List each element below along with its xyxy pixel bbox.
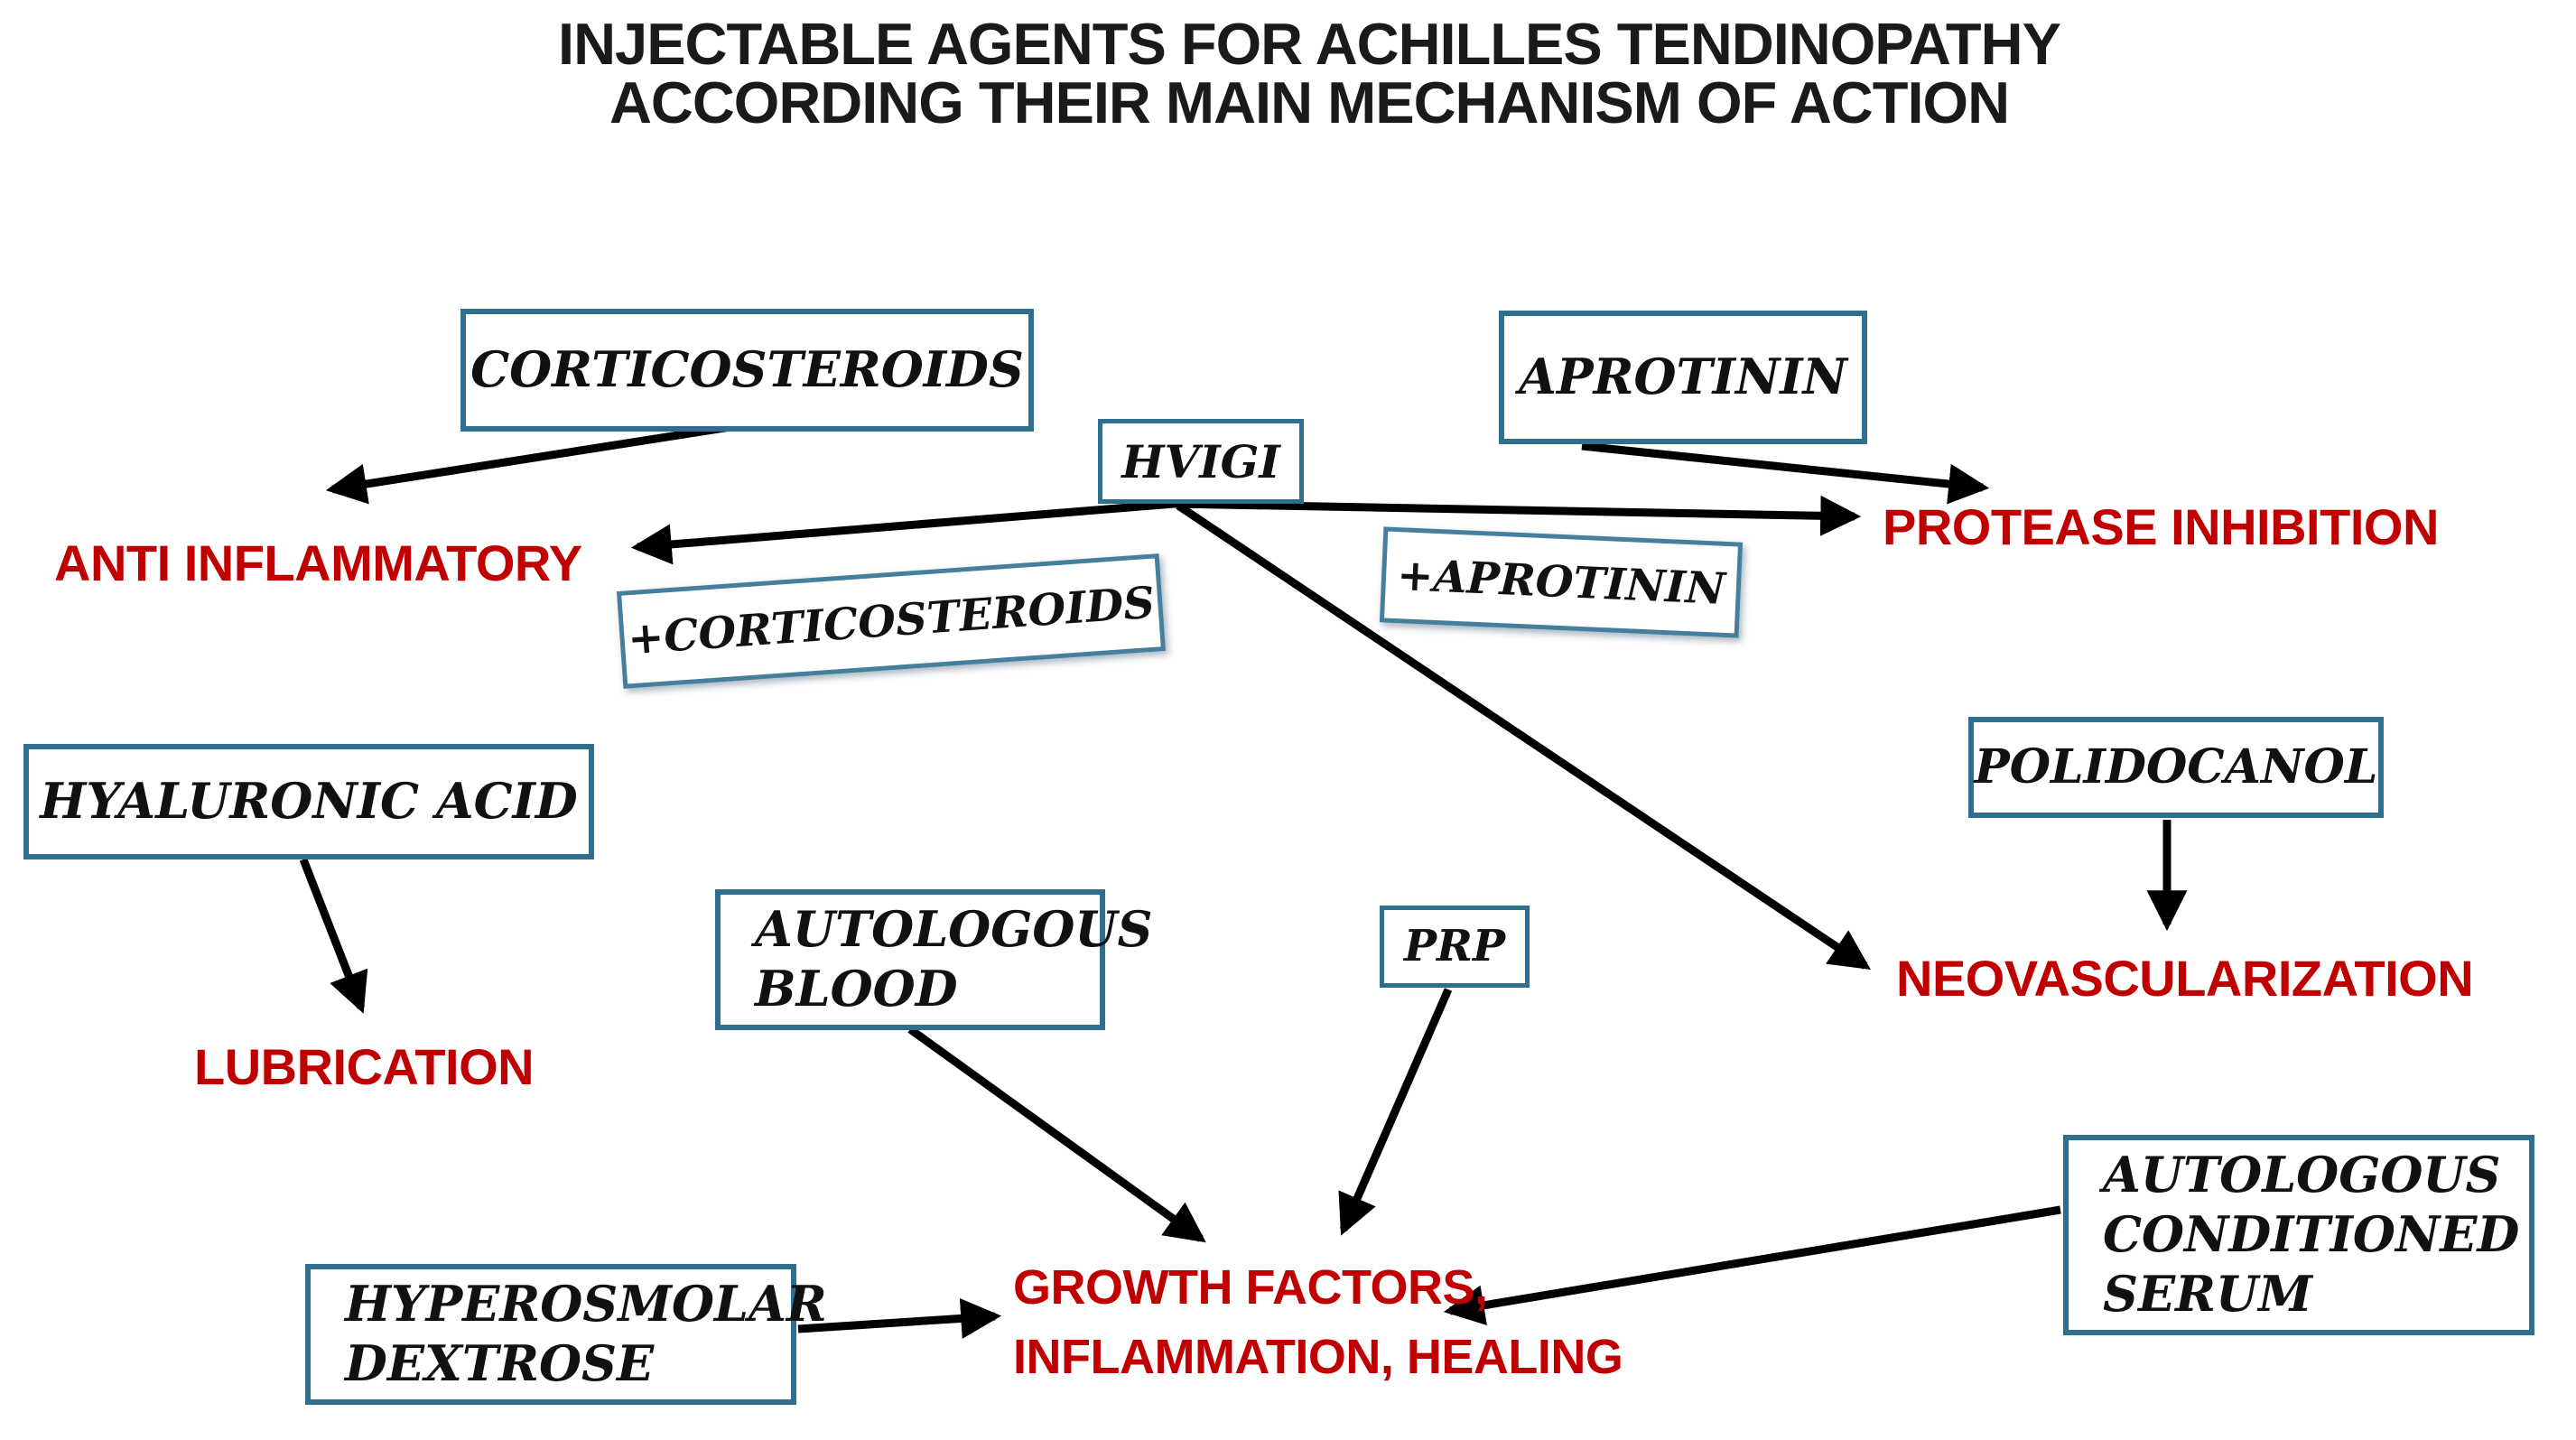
arrow-hvigi-to-anti-inflammatory <box>630 499 1175 565</box>
arrow-hvigi-to-neovascularization <box>1176 502 1871 971</box>
agent-box-autologous-blood: AUTOLOGOUS BLOOD <box>715 889 1152 1030</box>
arrow-aprotinin-to-protease-inhibition <box>1581 441 1990 505</box>
arrow-prp-to-growth-factors <box>1338 988 1453 1236</box>
agent-box-hyperosmolar-dextrose: HYPEROSMOLAR DEXTROSE <box>305 1264 827 1405</box>
agent-label-aprotinin: APROTININ <box>1519 348 1847 406</box>
arrow-hvigi-to-protease-inhibition <box>1173 495 1862 536</box>
agent-label-autologous-conditioned-serum: AUTOLOGOUS CONDITIONED SERUM <box>2103 1146 2520 1323</box>
agent-label-corticosteroids: CORTICOSTEROIDS <box>470 340 1024 399</box>
agent-box-plus-aprotinin: +APROTININ <box>1379 526 1744 638</box>
mechanism-label-lubrication: LUBRICATION <box>194 1038 535 1095</box>
arrow-hyperosmolar-dextrose-to-growth-factors <box>797 1297 1002 1339</box>
agent-label-autologous-blood: AUTOLOGOUS BLOOD <box>755 900 1153 1017</box>
mechanism-label-anti-inflammatory: ANTI INFLAMMATORY <box>54 534 582 591</box>
mechanism-label-growth-factors: GROWTH FACTORS, INFLAMMATION, HEALING <box>1013 1260 1623 1384</box>
agent-box-aprotinin: APROTININ <box>1499 311 1867 444</box>
agent-box-hvigi: HVIGI <box>1098 419 1304 504</box>
agent-label-prp: PRP <box>1403 921 1506 972</box>
arrow-corticosteroids-to-anti-inflammatory <box>325 420 749 505</box>
agent-box-prp: PRP <box>1380 906 1530 988</box>
arrow-autologous-conditioned-serum-to-growth-factors <box>1443 1205 2061 1326</box>
agent-label-polidocanol: POLIDOCANOL <box>1974 739 2378 795</box>
agent-box-polidocanol: POLIDOCANOL <box>1968 717 2384 818</box>
arrow-hyaluronic-acid-to-lubrication <box>299 858 368 1014</box>
agent-box-autologous-conditioned-serum: AUTOLOGOUS CONDITIONED SERUM <box>2063 1135 2534 1335</box>
agent-box-corticosteroids: CORTICOSTEROIDS <box>460 309 1034 432</box>
agent-label-plus-corticosteroids: +CORTICOSTEROIDS <box>626 577 1157 665</box>
mechanism-label-protease-inhibition: PROTEASE INHIBITION <box>1883 498 2439 555</box>
diagram-title: INJECTABLE AGENTS FOR ACHILLES TENDINOPA… <box>558 11 2061 135</box>
arrow-autologous-blood-to-growth-factors <box>907 1026 1206 1243</box>
agent-label-hvigi: HVIGI <box>1121 434 1280 488</box>
agent-label-hyperosmolar-dextrose: HYPEROSMOLAR DEXTROSE <box>345 1275 827 1392</box>
agent-box-hyaluronic-acid: HYALURONIC ACID <box>23 744 594 859</box>
agent-label-plus-aprotinin: +APROTININ <box>1396 549 1726 615</box>
agent-label-hyaluronic-acid: HYALURONIC ACID <box>40 772 578 831</box>
mechanism-label-neovascularization: NEOVASCULARIZATION <box>1896 950 2474 1007</box>
